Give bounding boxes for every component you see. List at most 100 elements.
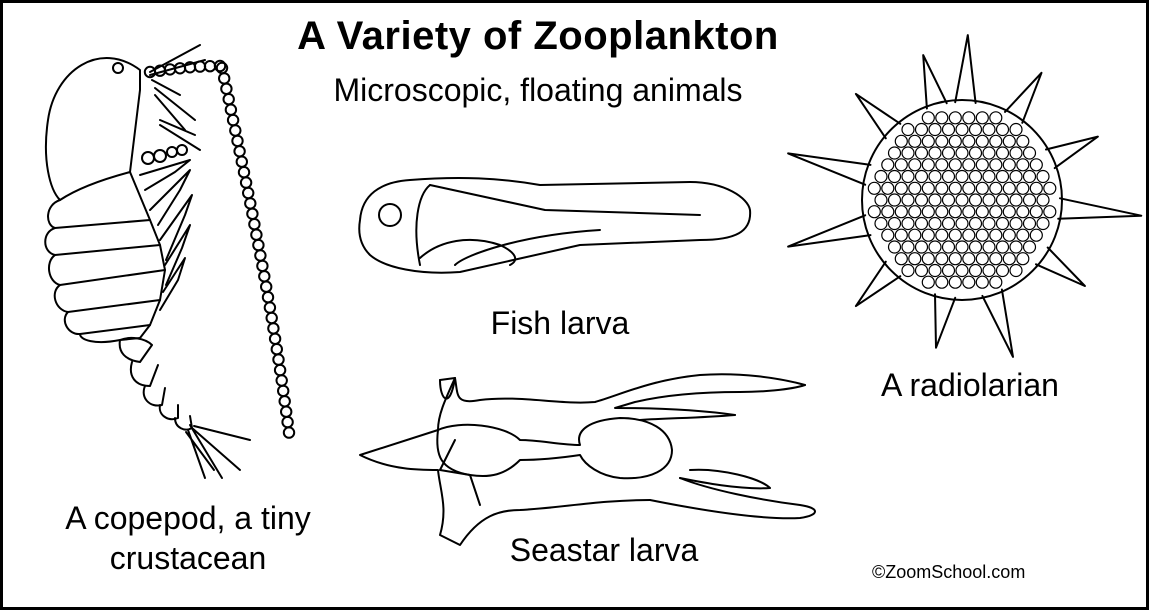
radiolarian-bubble	[963, 112, 975, 124]
radiolarian-bubble	[956, 241, 968, 253]
radiolarian-bubble	[922, 112, 934, 124]
radiolarian-bubble	[970, 241, 982, 253]
radiolarian-bubble	[983, 241, 995, 253]
radiolarian-bubble	[875, 218, 887, 230]
antenna-bead	[245, 198, 255, 208]
radiolarian-bubble	[1024, 194, 1036, 206]
radiolarian-spine	[788, 215, 870, 246]
antenna-bead	[268, 323, 278, 333]
radiolarian-bubble	[922, 276, 934, 288]
radiolarian-bubble	[943, 124, 955, 136]
antenna-bead	[237, 157, 247, 167]
radiolarian-bubble	[909, 229, 921, 241]
radiolarian-bubble	[956, 171, 968, 183]
radiolarian-bubble	[929, 194, 941, 206]
radiolarian-bubble	[1003, 182, 1015, 194]
radiolarian-bubble	[1030, 182, 1042, 194]
radiolarian-bubble	[949, 253, 961, 265]
radiolarian-bubble	[943, 241, 955, 253]
radiolarian-bubble	[970, 171, 982, 183]
radiolarian-bubble	[875, 171, 887, 183]
radiolarian-bubble	[936, 159, 948, 171]
radiolarian-bubble	[976, 112, 988, 124]
radiolarian-bubble	[889, 218, 901, 230]
radiolarian-bubble	[1037, 218, 1049, 230]
antenna-bead	[275, 365, 285, 375]
radiolarian-bubble	[949, 159, 961, 171]
antenna-bead	[263, 292, 273, 302]
radiolarian-bubble	[1003, 229, 1015, 241]
radiolarian-bubble	[875, 194, 887, 206]
fish-larva-label: Fish larva	[460, 305, 660, 342]
radiolarian-bubble	[1010, 218, 1022, 230]
radiolarian-bubble	[909, 159, 921, 171]
radiolarian-bubble	[956, 218, 968, 230]
radiolarian-bubble	[990, 206, 1002, 218]
radiolarian-spine	[856, 262, 900, 306]
radiolarian-bubble	[882, 159, 894, 171]
radiolarian-bubble	[983, 124, 995, 136]
radiolarian-bubble	[1017, 206, 1029, 218]
radiolarian-bubble	[1030, 229, 1042, 241]
radiolarian-bubble	[1003, 206, 1015, 218]
radiolarian-bubble	[990, 159, 1002, 171]
antenna-bead	[241, 177, 251, 187]
radiolarian-bubble	[936, 229, 948, 241]
radiolarian-bubble	[868, 182, 880, 194]
radiolarian-bubble	[963, 253, 975, 265]
radiolarian-bubble	[970, 265, 982, 277]
radiolarian-bubble	[1010, 147, 1022, 159]
radiolarian-bubble	[976, 206, 988, 218]
antenna-bead	[228, 115, 238, 125]
radiolarian-bubble	[949, 112, 961, 124]
radiolarian-bubble	[895, 206, 907, 218]
radiolarian-bubble	[983, 171, 995, 183]
radiolarian-bubble	[963, 182, 975, 194]
radiolarian-bubble	[943, 265, 955, 277]
seastar-larva-drawing	[360, 374, 815, 545]
radiolarian-bubble	[1003, 159, 1015, 171]
antenna-bead	[277, 375, 287, 385]
copepod-label-line2: crustacean	[28, 538, 348, 578]
radiolarian-bubble	[902, 147, 914, 159]
radiolarian-bubble	[882, 206, 894, 218]
antenna-bead	[232, 136, 242, 146]
radiolarian-bubble	[976, 253, 988, 265]
radiolarian-bubble	[1030, 159, 1042, 171]
radiolarian-bubble	[943, 171, 955, 183]
radiolarian-bubble	[889, 194, 901, 206]
radiolarian-bubble	[983, 218, 995, 230]
antenna-bead	[259, 271, 269, 281]
radiolarian-bubble	[990, 229, 1002, 241]
radiolarian-bubble	[1037, 194, 1049, 206]
radiolarian-bubble	[922, 253, 934, 265]
radiolarian-spine	[1036, 248, 1085, 287]
radiolarian-bubble	[929, 171, 941, 183]
antenna-bead	[255, 250, 265, 260]
radiolarian-bubble	[936, 135, 948, 147]
radiolarian-bubble	[963, 276, 975, 288]
radiolarian-bubble	[895, 159, 907, 171]
radiolarian-bubble	[889, 147, 901, 159]
antenna-bead	[280, 396, 290, 406]
radiolarian-bubble	[909, 253, 921, 265]
radiolarian-bubble	[1017, 182, 1029, 194]
radiolarian-bubble	[949, 229, 961, 241]
radiolarian-bubble	[902, 124, 914, 136]
radiolarian-bubble	[943, 218, 955, 230]
radiolarian-bubble	[997, 147, 1009, 159]
radiolarian-bubble	[916, 241, 928, 253]
radiolarian-bubble	[902, 241, 914, 253]
radiolarian-bubble	[983, 265, 995, 277]
fish-larva-drawing	[359, 178, 750, 273]
diagram-title: A Variety of Zooplankton	[0, 14, 1076, 59]
radiolarian-bubble	[963, 159, 975, 171]
radiolarian-bubble	[922, 159, 934, 171]
radiolarian-bubble	[956, 194, 968, 206]
radiolarian-bubble	[997, 124, 1009, 136]
radiolarian-bubble	[990, 253, 1002, 265]
radiolarian-bubble	[882, 182, 894, 194]
radiolarian-bubble	[1010, 124, 1022, 136]
radiolarian-spine	[982, 290, 1013, 357]
radiolarian-bubble	[909, 182, 921, 194]
